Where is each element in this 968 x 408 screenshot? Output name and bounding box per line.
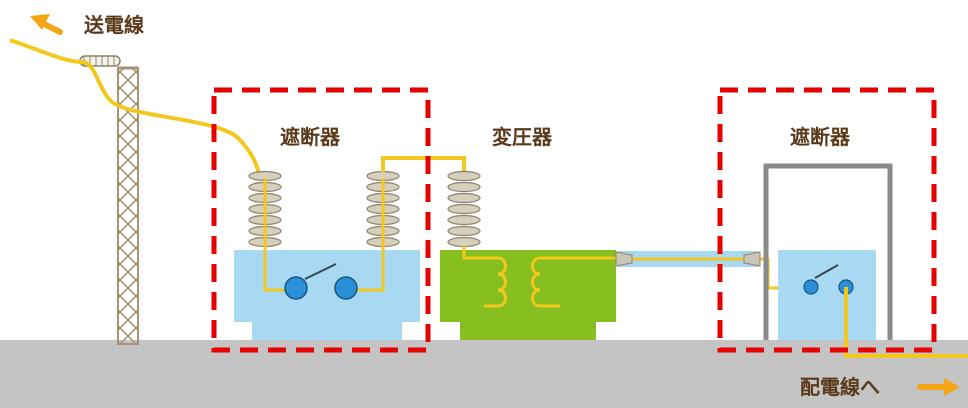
highlight-frame-breaker-left [211,87,431,353]
lattice-tower-icon [117,66,139,345]
breaker-right-tank [778,250,876,340]
distribution-line-label: 配電線へ [800,375,880,399]
arrow-right-icon [917,378,960,396]
breaker-right-frame [763,163,893,340]
breaker-switch-icon [284,263,358,300]
breaker-left-label: 遮断器 [280,125,341,149]
arrow-up-left-icon [30,14,63,35]
distribution-wire [844,287,968,358]
transmission-line-label: 送電線 [84,13,144,37]
transformer-coil-icon [462,246,618,308]
transformer-tank [440,250,616,340]
cable-terminal-icon [615,251,761,267]
transformer-label: 変圧器 [492,125,553,149]
bushing-insulator-icon [447,170,481,248]
breaker-left-tank [234,250,420,340]
breaker-right-label: 遮断器 [790,125,851,149]
highlight-frame-breaker-right [717,87,937,353]
transmission-wire [9,38,262,179]
jumper-wire [381,156,466,172]
